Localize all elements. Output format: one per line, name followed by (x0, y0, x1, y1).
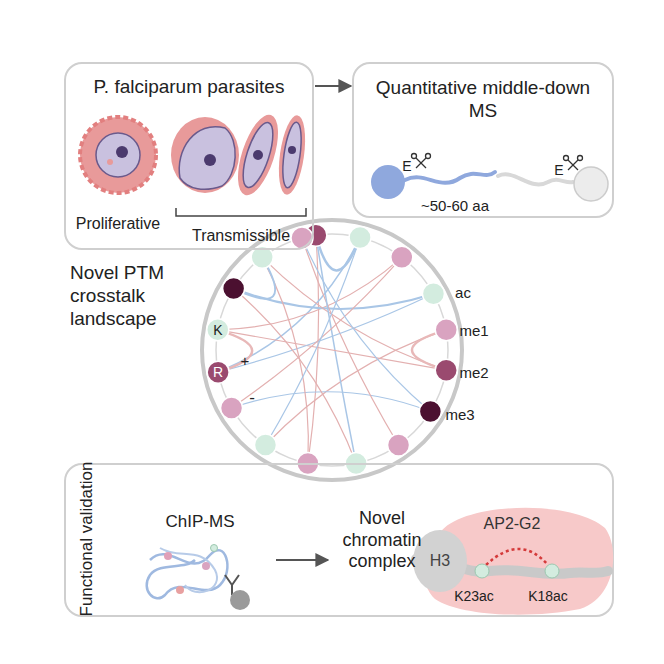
ptm-label: ac (455, 284, 471, 301)
proliferative-cell (80, 117, 156, 193)
crosstalk-circle (202, 220, 462, 480)
residue-letter: R (213, 364, 223, 380)
charge-sign: - (249, 388, 255, 408)
panel: P. falciparum parasites (64, 62, 314, 250)
histone-circle: H3 (413, 530, 467, 592)
ms-peptides (371, 154, 608, 202)
node-text: P. falciparum parasites (66, 76, 312, 98)
ptm-label: me3 (445, 406, 474, 423)
cell-label: Transmissible (192, 227, 290, 245)
node-text: Functional validation (77, 444, 97, 634)
node-text: H3 (413, 530, 467, 592)
panel-heading: Novel PTM crosstalk landscape (70, 262, 190, 330)
panel: Quantitative middle-down MS (352, 62, 614, 218)
residue-letter: E (402, 158, 411, 174)
node-text: Quantitative middle-down MS (370, 76, 596, 122)
flow-arrow (315, 85, 351, 87)
ptm-label: me1 (459, 322, 488, 339)
charge-sign: + (241, 352, 250, 369)
panel: Functional validationH3AP2-G2 (64, 463, 614, 617)
gametocyte-cells (171, 110, 309, 200)
residue-letter: K (213, 322, 222, 338)
chip-illustration (147, 545, 328, 611)
cell-label: Proliferative (76, 215, 160, 233)
residue-letter: E (554, 162, 563, 178)
bracket (176, 208, 306, 216)
method-label: ChIP-MS (166, 512, 235, 532)
peptide-length: ~50-60 aa (421, 197, 489, 214)
ptm-label: me2 (459, 364, 488, 381)
node-text: AP2-G2 (472, 515, 552, 533)
